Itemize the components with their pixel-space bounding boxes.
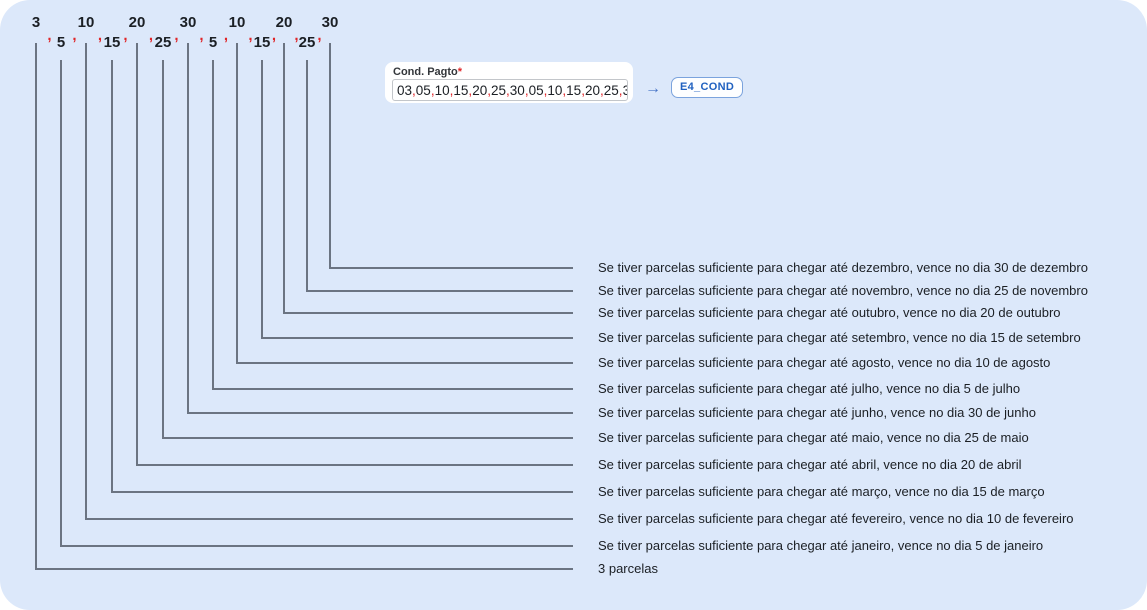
input-comma: , [524, 83, 529, 98]
right-arrow-icon: → [645, 80, 661, 97]
sequence-token-value: 5 [208, 34, 218, 51]
input-comma: , [581, 83, 585, 98]
token-description: Se tiver parcelas suficiente para chegar… [598, 511, 1074, 526]
input-comma: , [412, 83, 416, 98]
connector-vline [261, 60, 263, 339]
connector-hline [236, 362, 573, 364]
separator-comma: , [223, 27, 229, 44]
token-description: Se tiver parcelas suficiente para chegar… [598, 260, 1088, 275]
sequence-token-value: 10 [77, 14, 95, 31]
connector-vline [306, 60, 308, 292]
sequence-token-value: 20 [275, 14, 293, 31]
connector-hline [35, 568, 573, 570]
connector-vline [136, 43, 138, 466]
input-number-segment: 05 [415, 83, 431, 98]
connector-hline [60, 545, 573, 547]
field-label-text: Cond. Pagto [393, 66, 458, 78]
sequence-token-value: 30 [179, 14, 197, 31]
connector-vline [329, 43, 331, 269]
token-description: Se tiver parcelas suficiente para chegar… [598, 538, 1044, 553]
connector-vline [85, 43, 87, 520]
input-comma: , [468, 83, 473, 98]
connector-hline [136, 464, 573, 466]
connector-vline [283, 43, 285, 314]
connector-vline [35, 43, 37, 570]
required-asterisk: * [457, 66, 463, 78]
separator-comma: , [248, 27, 253, 44]
sequence-token-value: 15 [103, 34, 121, 51]
separator-comma: , [174, 27, 179, 44]
e4-cond-badge: E4_COND [671, 77, 744, 98]
token-description: Se tiver parcelas suficiente para chegar… [598, 430, 1029, 445]
sequence-token-value: 30 [321, 14, 339, 31]
connector-hline [306, 290, 573, 292]
input-number-segment: 20 [472, 83, 488, 98]
token-description: Se tiver parcelas suficiente para chegar… [598, 355, 1051, 370]
input-comma: , [600, 83, 604, 98]
sequence-token-value: 5 [56, 34, 66, 51]
input-number-segment: 20 [584, 83, 600, 98]
separator-comma: , [47, 27, 52, 44]
separator-comma: , [271, 27, 277, 44]
separator-comma: , [97, 27, 103, 44]
input-comma: , [449, 83, 454, 98]
connector-hline [111, 491, 573, 493]
input-comma: , [487, 83, 491, 98]
sequence-token-value: 25 [154, 34, 172, 51]
input-comma: , [430, 83, 435, 98]
connector-vline [187, 43, 189, 414]
token-description: 3 parcelas [598, 561, 658, 576]
input-comma: , [543, 83, 548, 98]
input-number-segment: 10 [547, 83, 563, 98]
sequence-token-value: 20 [128, 14, 146, 31]
separator-comma: , [148, 27, 154, 44]
field-label: Cond. Pagto* [393, 66, 462, 78]
cond-pagto-input[interactable]: 03,05,10,15,20,25,30,05,10,15,20,25,30 [392, 79, 628, 101]
connector-hline [329, 267, 573, 269]
connector-vline [212, 60, 214, 390]
token-description: Se tiver parcelas suficiente para chegar… [598, 457, 1022, 472]
token-description: Se tiver parcelas suficiente para chegar… [598, 330, 1081, 345]
connector-vline [236, 43, 238, 364]
connector-vline [111, 60, 113, 493]
connector-hline [283, 312, 573, 314]
separator-comma: , [199, 27, 204, 44]
separator-comma: , [123, 27, 128, 44]
input-number-segment: 10 [434, 83, 450, 98]
connector-hline [212, 388, 573, 390]
connector-hline [261, 337, 573, 339]
sequence-token-value: 3 [31, 14, 41, 31]
separator-comma: , [294, 27, 299, 44]
connector-hline [187, 412, 573, 414]
input-number-segment: 03 [397, 83, 413, 98]
sequence-token-value: 10 [228, 14, 246, 31]
separator-comma: , [72, 27, 77, 44]
input-comma: , [506, 83, 510, 98]
token-description: Se tiver parcelas suficiente para chegar… [598, 305, 1061, 320]
input-comma: , [618, 83, 623, 98]
cond-pagto-field-card: Cond. Pagto* 03,05,10,15,20,25,30,05,10,… [385, 62, 633, 103]
token-description: Se tiver parcelas suficiente para chegar… [598, 283, 1088, 298]
input-number-segment: 25 [490, 83, 507, 98]
token-description: Se tiver parcelas suficiente para chegar… [598, 405, 1036, 420]
input-number-segment: 15 [566, 83, 582, 98]
input-number-segment: 30 [509, 83, 525, 98]
input-number-segment: 30 [623, 83, 627, 98]
sequence-token-value: 25 [298, 34, 316, 51]
connector-vline [162, 60, 164, 439]
sequence-token-value: 15 [253, 34, 271, 51]
connector-vline [60, 60, 62, 547]
input-number-segment: 05 [528, 83, 544, 98]
input-comma: , [562, 83, 567, 98]
input-number-segment: 15 [453, 83, 469, 98]
connector-hline [162, 437, 573, 439]
token-description: Se tiver parcelas suficiente para chegar… [598, 484, 1045, 499]
separator-comma: , [317, 27, 322, 44]
connector-hline [85, 518, 573, 520]
token-description: Se tiver parcelas suficiente para chegar… [598, 381, 1021, 396]
input-number-segment: 25 [603, 83, 619, 98]
